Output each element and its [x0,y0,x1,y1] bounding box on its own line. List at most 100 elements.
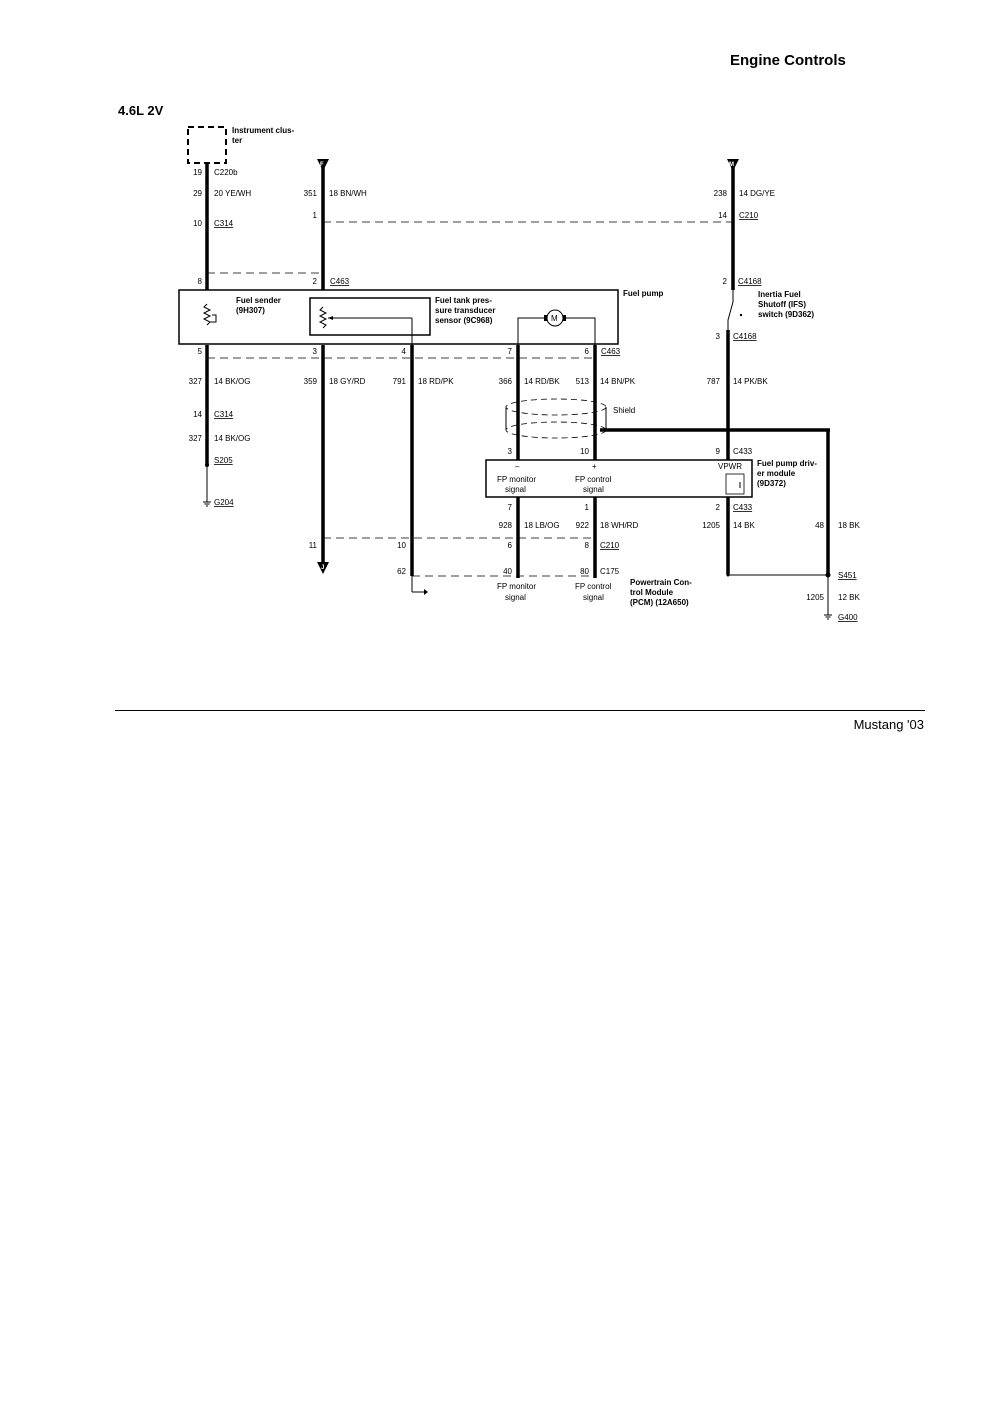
motor-icon [546,309,564,327]
ground-g204-icon [203,501,211,507]
pin-7-c433: 7 [508,503,513,512]
circuit-366: 366 [499,377,513,386]
fuel-tank-sensor-box [309,297,431,336]
ifs-switch-contact [739,313,743,317]
wire-spec-327: 14 BK/OG [214,377,250,386]
module-fp-control-1: FP control [575,475,612,484]
conn-c433-top: C433 [733,447,753,456]
circuit-513: 513 [576,377,590,386]
fuel-sender-label-2: (9H307) [236,306,265,315]
splice-s451-label: S451 [838,571,857,580]
wire-spec-1205b: 12 BK [838,593,860,602]
conn-c463-top: C463 [330,277,350,286]
pin-8: 8 [198,277,203,286]
conn-c210-bottom: C210 [600,541,620,550]
wire-spec-928: 18 LB/OG [524,521,560,530]
conn-c433-bottom: C433 [733,503,753,512]
pin-7: 7 [508,347,513,356]
circuit-29: 29 [193,189,202,198]
driver-module-label-1: Fuel pump driv- [757,459,817,468]
motor-label: M [551,314,558,323]
driver-module-label-2: er module [757,469,796,478]
module-minus: – [515,462,520,471]
pin-10-c210: 10 [397,541,406,550]
fuel-tank-sensor-label-1: Fuel tank pres- [435,296,492,305]
motor-wire-right [565,317,596,345]
conn-c175: C175 [600,567,620,576]
pcm-label-2: trol Module [630,588,674,597]
ifs-label-1: Inertia Fuel [758,290,801,299]
conn-c210-top: C210 [739,211,759,220]
instrument-cluster-label-2: ter [232,136,242,145]
shield-top [505,398,607,416]
wire-spec-48: 18 BK [838,521,860,530]
pcm-fp-monitor-2: signal [505,593,526,602]
pin-2-c433: 2 [716,503,721,512]
engine-label: 4.6L 2V [118,103,164,118]
conn-c4168-bottom: C4168 [733,332,757,341]
fuel-tank-sensor-arrow [328,316,333,320]
ifs-label-3: switch (9D362) [758,310,814,319]
circuit-359: 359 [304,377,318,386]
wiring-diagram: Instrument clus- ter F M J Fuel pump Fue… [178,126,860,622]
pin-3: 3 [313,347,318,356]
ground-g400-label: G400 [838,613,858,622]
pin-14-c314: 14 [193,410,202,419]
offpage-m-marker [727,159,739,171]
driver-module-box [485,459,753,498]
fuel-pump-label: Fuel pump [623,289,664,298]
offpage-m: M [729,162,734,168]
instrument-cluster-label-1: Instrument clus- [232,126,295,135]
fuel-sender-resistor [202,303,212,326]
wire-spec-238: 14 DG/YE [739,189,775,198]
page-title: Engine Controls [730,52,846,69]
motor-brush-right [563,315,566,321]
splice-s205-label: S205 [214,456,233,465]
circuit-327: 327 [189,377,203,386]
circuit-1205b: 1205 [806,593,824,602]
circuit-1205: 1205 [702,521,720,530]
pin-19: 19 [193,168,202,177]
pin-10-c433: 10 [580,447,589,456]
module-plus: + [592,462,597,471]
driver-module-label-3: (9D372) [757,479,786,488]
conn-c314-top: C314 [214,219,234,228]
ground-g204-label: G204 [214,498,234,507]
pin-5: 5 [198,347,203,356]
pin-10: 10 [193,219,202,228]
circuit-48: 48 [815,521,824,530]
pin-40: 40 [503,567,512,576]
wire-spec-513: 14 BN/PK [600,377,636,386]
pin-9: 9 [716,447,721,456]
pin-62: 62 [397,567,406,576]
pin-11: 11 [309,541,318,550]
pin-80: 80 [580,567,589,576]
pcm-fp-control-1: FP control [575,582,612,591]
offpage-f-marker [317,159,329,171]
wire-spec-787: 14 PK/BK [733,377,768,386]
fuel-sender-label-1: Fuel sender [236,296,281,305]
pin-2: 2 [313,277,318,286]
circuit-787: 787 [707,377,721,386]
fuel-tank-sensor-label-3: sensor (9C968) [435,316,493,325]
pin-2-c4168: 2 [723,277,728,286]
fuel-tank-sensor-resistor [318,306,328,329]
pin-3-c433: 3 [508,447,513,456]
arrow-marker [424,589,428,595]
splice-1205 [726,573,730,577]
pin-6-c210: 6 [508,541,513,550]
pin-4: 4 [402,347,407,356]
module-fp-control-2: signal [583,485,604,494]
offpage-j: J [321,565,324,571]
splice-s451 [825,572,831,578]
wire-spec-366: 14 RD/BK [524,377,560,386]
ground-g400-icon [824,614,832,620]
wire-spec-359: 18 GY/RD [329,377,366,386]
pin-3-c4168: 3 [716,332,721,341]
module-fp-monitor-1: FP monitor [497,475,536,484]
pin-1: 1 [313,211,318,220]
circuit-928: 928 [499,521,513,530]
footer-model: Mustang '03 [853,717,924,732]
conn-c220b: C220b [214,168,238,177]
motor-brush-left [544,315,547,321]
